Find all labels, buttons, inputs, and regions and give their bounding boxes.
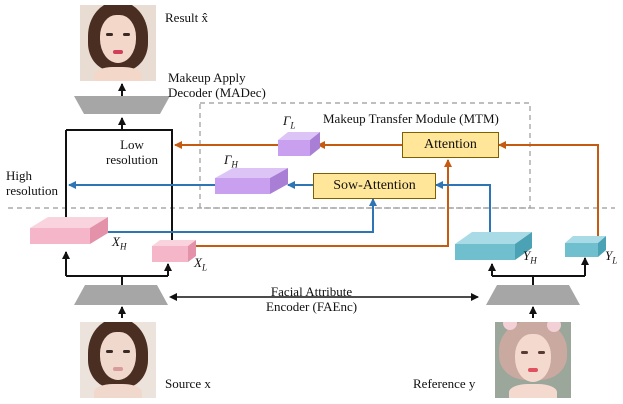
mtm-region xyxy=(199,102,531,209)
source-image xyxy=(80,322,156,398)
yl-to-attention xyxy=(498,141,599,236)
gamma-h-label: ΓH xyxy=(224,152,238,170)
low-resolution-label: Low resolution xyxy=(106,137,158,167)
source-label: Source x xyxy=(165,376,211,391)
high-resolution-label: High resolution xyxy=(6,168,58,198)
faenc-source-shape xyxy=(74,285,168,305)
reference-enc-branch xyxy=(492,275,585,285)
source-enc-branch xyxy=(66,275,168,285)
faenc-label: Facial Attribute Encoder (FAEnc) xyxy=(266,284,358,314)
x-l-label: XL xyxy=(194,255,207,273)
reference-image xyxy=(495,322,571,398)
faenc-reference-shape xyxy=(486,285,580,305)
yh-block xyxy=(455,232,532,260)
attention-module: Attention xyxy=(402,132,499,158)
yl-block xyxy=(565,236,606,257)
low-res-path xyxy=(66,129,173,242)
xh-block xyxy=(30,217,108,244)
result-label: Result x̂ xyxy=(165,10,208,25)
madec-label: Makeup Apply Decoder (MADec) xyxy=(168,70,266,100)
gamma-l-block xyxy=(278,132,320,156)
reference-label: Reference y xyxy=(413,376,476,391)
gamma-h-block xyxy=(215,168,288,194)
mtm-label: Makeup Transfer Module (MTM) xyxy=(323,111,499,126)
x-h-label: XH xyxy=(112,234,127,252)
madec-decoder-shape xyxy=(74,96,170,114)
gamma-l-label: ΓL xyxy=(283,113,296,131)
sow-attention-module: Sow-Attention xyxy=(313,173,436,199)
xl-to-attention xyxy=(196,159,452,247)
result-label-text: Result x̂ xyxy=(165,10,208,25)
result-image xyxy=(80,5,156,81)
y-h-label: YH xyxy=(523,248,537,266)
xl-block xyxy=(152,240,196,262)
y-l-label: YL xyxy=(605,248,618,266)
yh-to-sow-attention xyxy=(435,181,491,232)
xh-to-sow-attention xyxy=(108,198,377,233)
